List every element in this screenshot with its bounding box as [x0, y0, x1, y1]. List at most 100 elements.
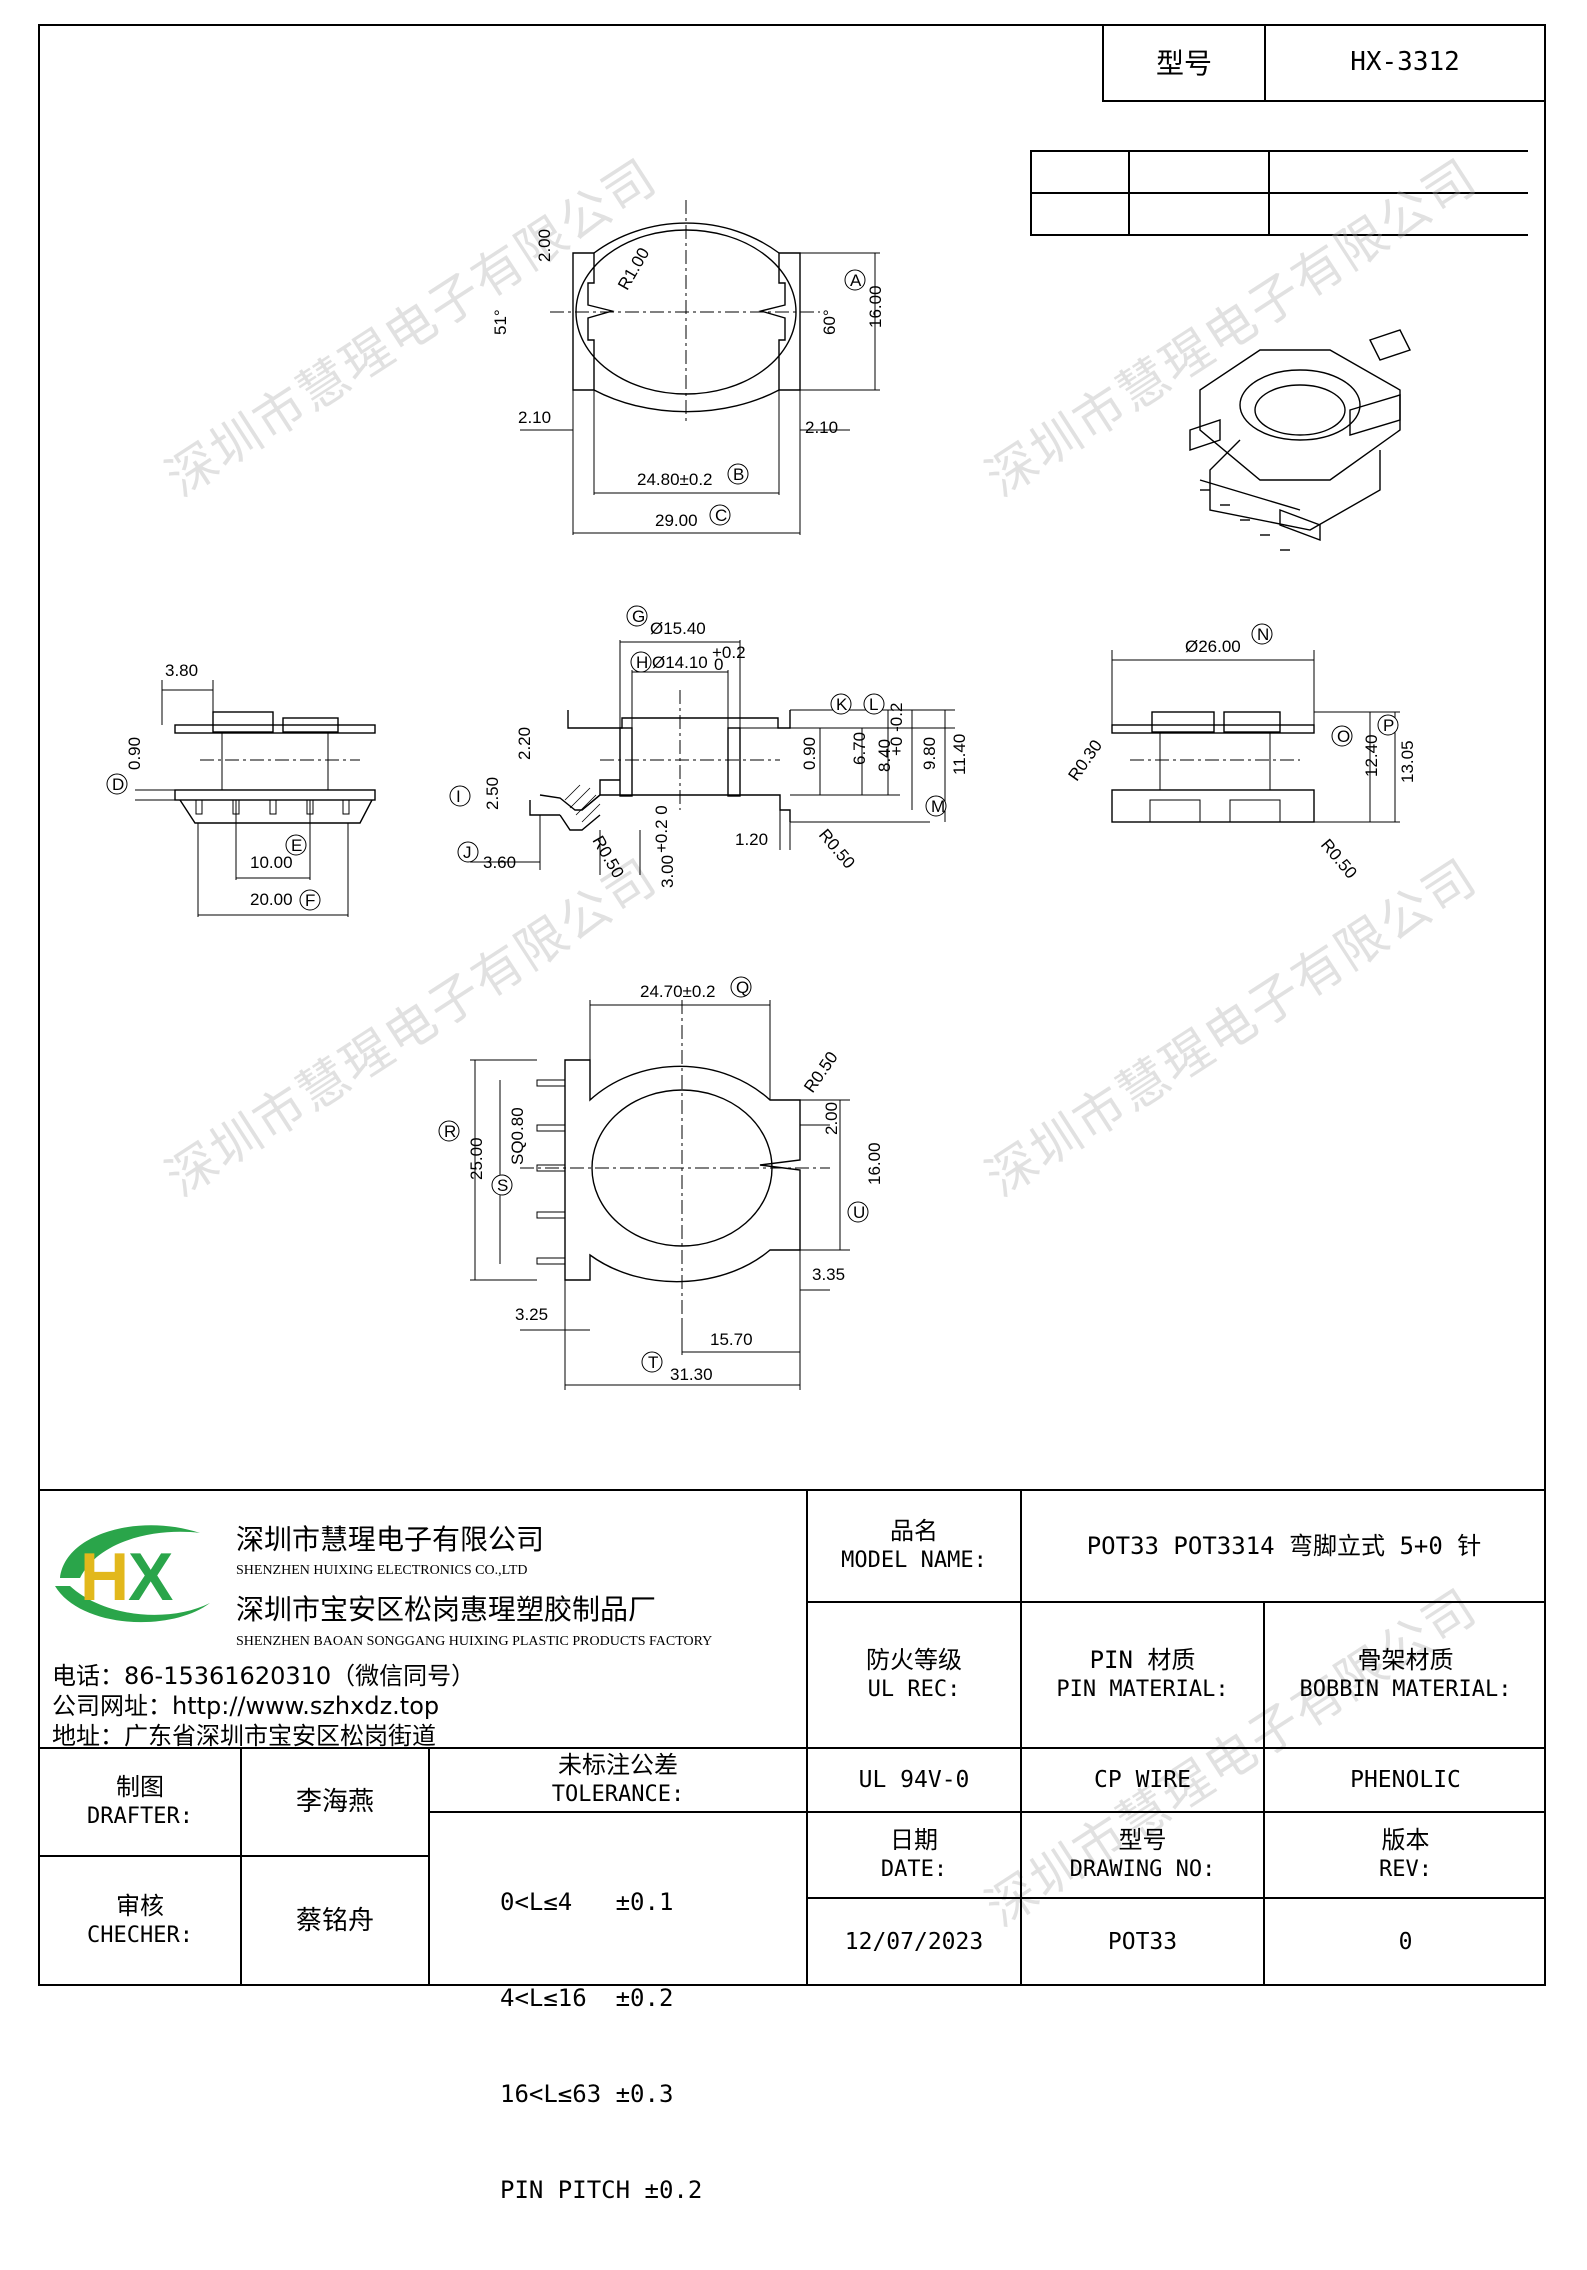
top-view: 2.00 R1.00 51° 60° 16.00 2.10 2.10 24.80… [491, 200, 885, 535]
company-phone: 电话：86-15361620310（微信同号） [52, 1662, 476, 1690]
svg-text:+0.2: +0.2 [712, 643, 746, 662]
svg-text:51°: 51° [491, 309, 510, 335]
svg-text:F: F [305, 891, 315, 910]
svg-text:R0.30: R0.30 [1064, 736, 1106, 784]
date-header: 日期 DATE: [880, 1826, 948, 1882]
rev-value: 0 [1398, 1928, 1413, 1955]
bottom-view: 24.70±0.2 R0.50 25.00 SQ0.80 2.00 16.00 … [438, 976, 884, 1390]
svg-text:O: O [1337, 727, 1350, 746]
svg-text:R0.50: R0.50 [800, 1048, 842, 1096]
svg-text:12.40: 12.40 [1362, 734, 1381, 777]
tolerance-row: 4<L≤16 ±0.2 [500, 1984, 674, 2012]
tolerance-list: 0<L≤4 ±0.1 4<L≤16 ±0.2 16<L≤63 ±0.3 PIN … [500, 1822, 702, 2270]
tolerance-header: 未标注公差 TOLERANCE: [551, 1751, 685, 1807]
svg-text:0: 0 [714, 655, 723, 674]
company-name-cn: 深圳市慧瑆电子有限公司 [236, 1523, 545, 1556]
svg-text:T: T [648, 1353, 658, 1372]
drafter-name: 李海燕 [295, 1787, 374, 1817]
svg-text:Q: Q [736, 978, 749, 997]
svg-text:3.25: 3.25 [515, 1305, 548, 1324]
svg-text:2.00: 2.00 [535, 229, 554, 262]
svg-text:I: I [456, 787, 461, 806]
pin-material-value: CP WIRE [1094, 1767, 1191, 1793]
svg-text:3.60: 3.60 [483, 853, 516, 872]
svg-text:60°: 60° [820, 309, 839, 335]
svg-text:U: U [853, 1203, 865, 1222]
svg-text:R1.00: R1.00 [614, 244, 653, 293]
factory-name-cn: 深圳市宝安区松岗惠瑆塑胶制品厂 [236, 1593, 657, 1626]
svg-text:A: A [850, 271, 862, 290]
svg-text:B: B [733, 465, 744, 484]
model-name-header: 品名 MODEL NAME: [841, 1517, 987, 1573]
svg-text:Ø26.00: Ø26.00 [1185, 637, 1241, 656]
section-view: Ø15.40 Ø14.10 +0.2 0 2.20 0.90 6.70 8.40… [449, 605, 969, 888]
drafter-label: 制图 DRAFTER: [87, 1773, 193, 1829]
side-view-left: 3.80 0.90 10.00 20.00 D E F [106, 661, 376, 917]
svg-text:P: P [1383, 716, 1394, 735]
svg-text:25.00: 25.00 [467, 1137, 486, 1180]
svg-text:13.05: 13.05 [1398, 740, 1417, 783]
svg-text:G: G [632, 607, 645, 626]
drawing-no-header: 型号 DRAWING NO: [1069, 1826, 1216, 1882]
model-label: 型号 [1104, 24, 1266, 100]
svg-text:3.80: 3.80 [165, 661, 198, 680]
svg-text:6.70: 6.70 [850, 732, 869, 765]
svg-text:R0.50: R0.50 [589, 833, 628, 882]
svg-text:R0.50: R0.50 [815, 825, 859, 872]
svg-text:S: S [497, 1176, 508, 1195]
svg-text:24.70±0.2: 24.70±0.2 [640, 982, 716, 1001]
tolerance-row: 16<L≤63 ±0.3 [500, 2080, 674, 2108]
company-logo: H X [55, 1525, 210, 1623]
logo-h: H [80, 1539, 129, 1615]
rev-header: 版本 REV: [1379, 1826, 1432, 1882]
svg-text:0.90: 0.90 [800, 737, 819, 770]
svg-text:8.40: 8.40 [875, 739, 894, 772]
isometric-view [1189, 329, 1411, 551]
svg-text:Ø14.10: Ø14.10 [652, 653, 708, 672]
svg-text:+0 -0.2: +0 -0.2 [887, 703, 906, 756]
svg-text:3.00: 3.00 [658, 855, 677, 888]
logo-x: X [128, 1539, 173, 1615]
svg-text:R: R [444, 1122, 456, 1141]
checker-label: 审核 CHECHER: [87, 1891, 193, 1948]
svg-text:11.40: 11.40 [950, 734, 969, 775]
ul-value: UL 94V-0 [858, 1767, 970, 1793]
company-website: 公司网址：http://www.szhxdz.top [52, 1692, 440, 1720]
factory-name-en: SHENZHEN BAOAN SONGGANG HUIXING PLASTIC … [236, 1634, 713, 1649]
svg-text:24.80±0.2: 24.80±0.2 [637, 470, 713, 489]
svg-text:M: M [931, 797, 945, 816]
svg-text:3.35: 3.35 [812, 1265, 845, 1284]
svg-text:31.30: 31.30 [670, 1365, 713, 1384]
tolerance-row: PIN PITCH ±0.2 [500, 2176, 703, 2204]
svg-text:H: H [636, 653, 648, 672]
svg-text:2.00: 2.00 [822, 1102, 841, 1135]
model-value: HX-3312 [1350, 47, 1460, 77]
revision-table [1030, 150, 1528, 236]
pin-material-header: PIN 材质 PIN MATERIAL: [1056, 1646, 1229, 1702]
svg-text:0.90: 0.90 [125, 737, 144, 770]
svg-text:J: J [463, 843, 472, 862]
svg-text:N: N [1257, 625, 1269, 644]
side-view-right: Ø26.00 R0.30 12.40 13.05 R0.50 N O P [1064, 623, 1417, 882]
svg-text:10.00: 10.00 [250, 853, 293, 872]
company-name-en: SHENZHEN HUIXING ELECTRONICS CO.,LTD [236, 1563, 528, 1578]
bobbin-material-header: 骨架材质 BOBBIN MATERIAL: [1299, 1646, 1512, 1702]
svg-text:1.20: 1.20 [735, 830, 768, 849]
svg-text:16.00: 16.00 [866, 285, 885, 328]
svg-text:2.50: 2.50 [483, 777, 502, 810]
drawing-no-value: POT33 [1107, 1928, 1178, 1955]
svg-text:R0.50: R0.50 [1317, 835, 1361, 882]
svg-text:L: L [869, 695, 878, 714]
svg-text:K: K [836, 695, 848, 714]
svg-text:15.70: 15.70 [710, 1330, 753, 1349]
svg-text:Ø15.40: Ø15.40 [650, 619, 706, 638]
svg-text:16.00: 16.00 [865, 1142, 884, 1185]
ul-header: 防火等级 UL REC: [866, 1646, 962, 1702]
svg-text:D: D [112, 775, 124, 794]
svg-text:+0.2 0: +0.2 0 [652, 805, 671, 853]
company-address: 地址：广东省深圳市宝安区松岗街道 [52, 1722, 436, 1750]
tolerance-row: 0<L≤4 ±0.1 [500, 1888, 674, 1916]
checker-name: 蔡铭舟 [295, 1905, 374, 1936]
bobbin-material-value: PHENOLIC [1350, 1767, 1461, 1793]
model-name-value: POT33 POT3314 弯脚立式 5+0 针 [1086, 1532, 1482, 1560]
